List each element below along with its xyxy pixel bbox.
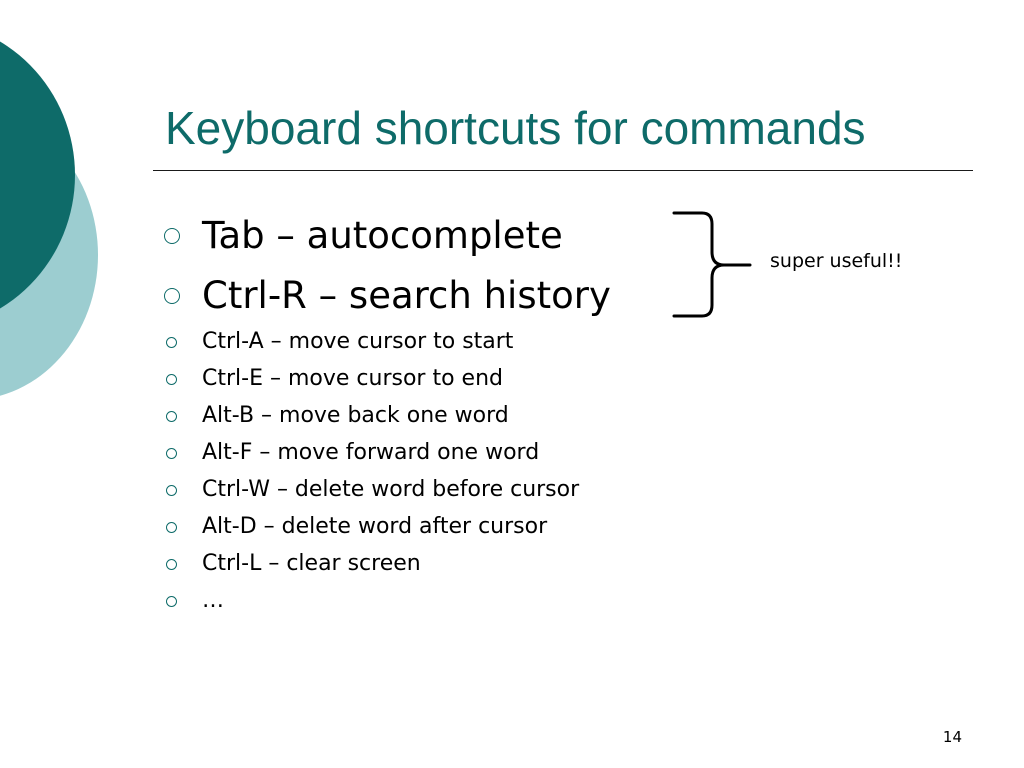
annotation-note: super useful!! <box>770 250 903 272</box>
bullet-item-alt-b: Alt-B – move back one word <box>164 401 509 431</box>
hollow-circle-bullet-icon <box>166 484 177 496</box>
bullet-text: Ctrl-L – clear screen <box>202 551 421 576</box>
curly-brace-icon <box>672 211 752 318</box>
bullet-item-ellipsis: … <box>164 586 224 616</box>
bullet-text: Ctrl-R – search history <box>202 274 611 317</box>
hollow-circle-bullet-icon <box>166 521 177 533</box>
title-divider <box>153 170 973 171</box>
bullet-item-ctrl-l: Ctrl-L – clear screen <box>164 549 421 579</box>
hollow-circle-bullet-icon <box>166 336 177 348</box>
hollow-circle-bullet-icon <box>164 228 180 244</box>
hollow-circle-bullet-icon <box>166 373 177 385</box>
bullet-text: … <box>202 588 224 613</box>
bullet-item-ctrl-r: Ctrl-R – search history <box>164 274 611 318</box>
hollow-circle-bullet-icon <box>166 595 177 607</box>
bullet-item-alt-d: Alt-D – delete word after cursor <box>164 512 547 542</box>
bullet-text: Alt-B – move back one word <box>202 403 509 428</box>
hollow-circle-bullet-icon <box>166 410 177 422</box>
hollow-circle-bullet-icon <box>166 447 177 459</box>
bullet-text: Alt-F – move forward one word <box>202 440 540 465</box>
bullet-text: Alt-D – delete word after cursor <box>202 514 548 539</box>
bullet-item-ctrl-a: Ctrl-A – move cursor to start <box>164 327 513 357</box>
bullet-text: Ctrl-W – delete word before cursor <box>202 477 580 502</box>
slide-number: 14 <box>942 728 962 746</box>
bullet-text: Ctrl-E – move cursor to end <box>202 366 503 391</box>
bullet-text: Ctrl-A – move cursor to start <box>202 329 514 354</box>
hollow-circle-bullet-icon <box>166 558 177 570</box>
bullet-text: Tab – autocomplete <box>202 214 563 257</box>
bullet-item-ctrl-w: Ctrl-W – delete word before cursor <box>164 475 579 505</box>
slide-title: Keyboard shortcuts for commands <box>165 102 866 154</box>
bullet-item-ctrl-e: Ctrl-E – move cursor to end <box>164 364 503 394</box>
bullet-item-alt-f: Alt-F – move forward one word <box>164 438 539 468</box>
bullet-item-tab: Tab – autocomplete <box>164 214 563 258</box>
hollow-circle-bullet-icon <box>164 288 180 304</box>
